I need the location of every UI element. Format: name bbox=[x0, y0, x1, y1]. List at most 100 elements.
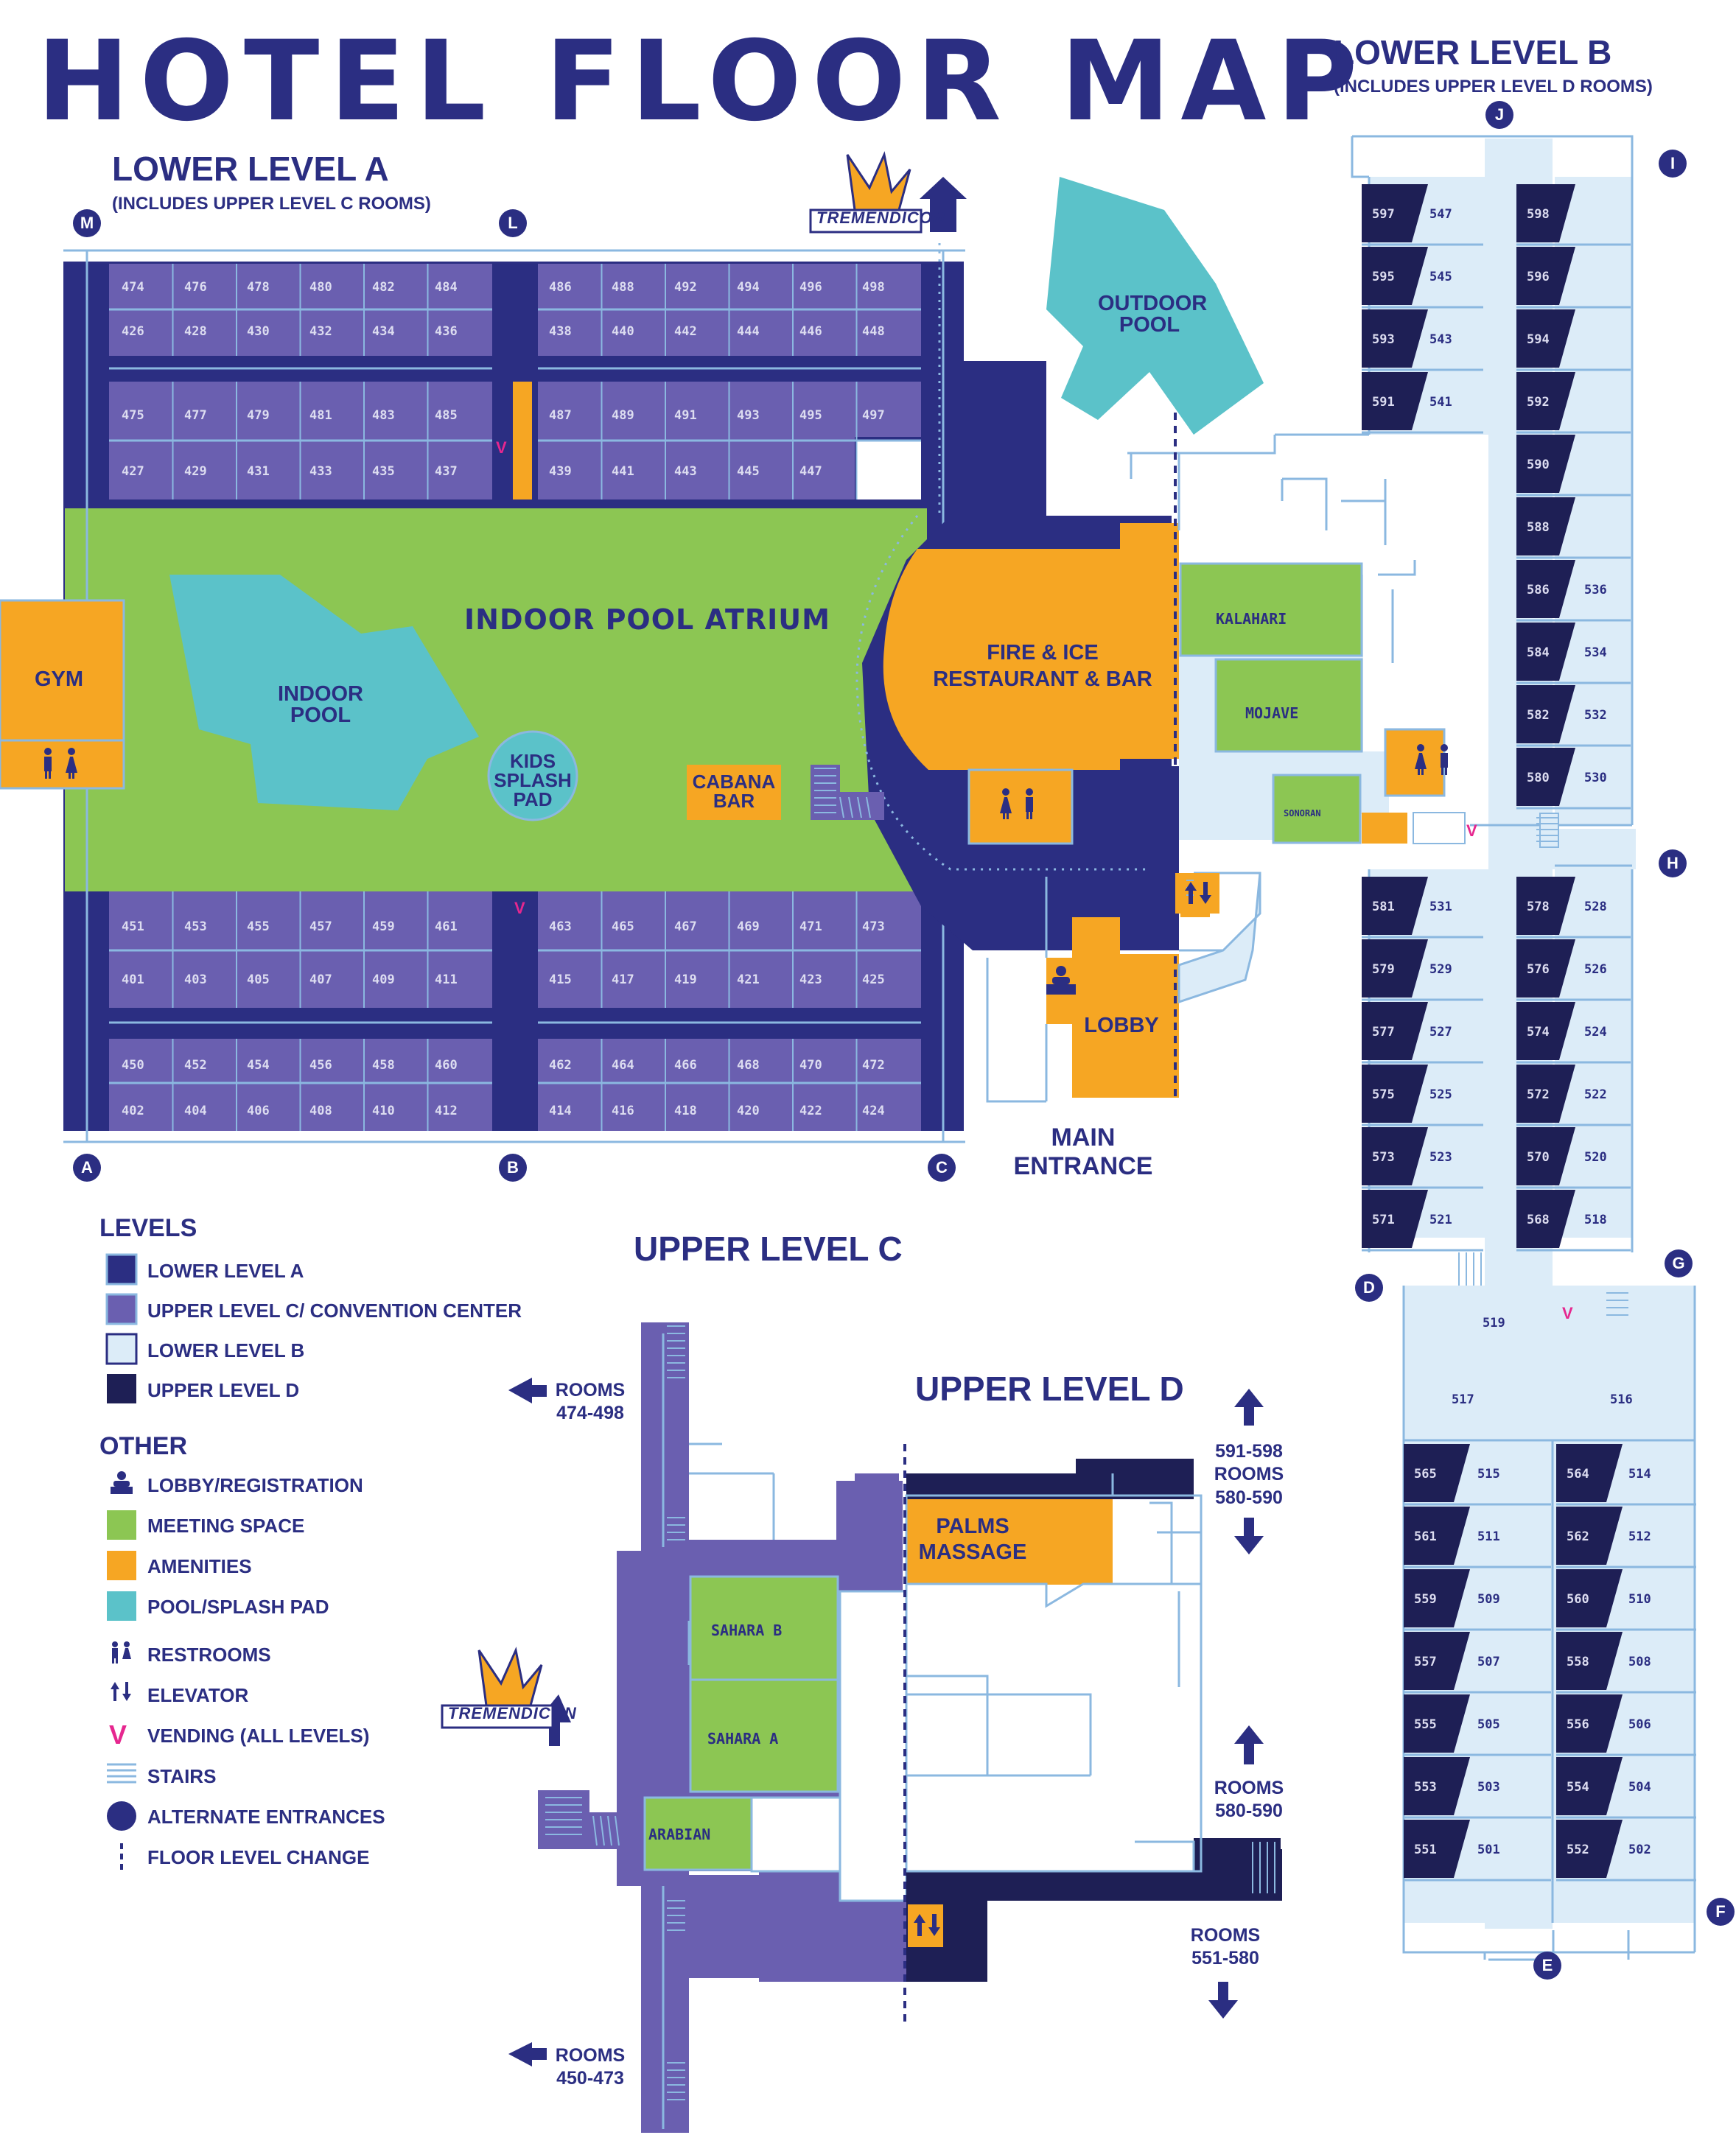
room-number: 577 bbox=[1372, 1024, 1395, 1040]
lobby-area bbox=[1046, 917, 1179, 1098]
gym-label: GYM bbox=[34, 667, 84, 691]
room-number: 510 bbox=[1628, 1591, 1651, 1607]
room-number: 574 bbox=[1527, 1024, 1550, 1040]
room-number: 529 bbox=[1429, 961, 1452, 977]
room-number: 556 bbox=[1567, 1717, 1589, 1732]
entrance-marker-l: L bbox=[499, 209, 527, 237]
room-number: 422 bbox=[799, 1104, 822, 1118]
room-number: 474 bbox=[122, 280, 144, 295]
room-number: 464 bbox=[612, 1058, 634, 1073]
room-number: 554 bbox=[1567, 1779, 1589, 1795]
vending-icon: V bbox=[514, 899, 525, 917]
room-number: 437 bbox=[435, 464, 458, 479]
room-number: 508 bbox=[1628, 1654, 1651, 1669]
room-number: 470 bbox=[799, 1058, 822, 1073]
legend-upper-d: UPPER LEVEL D bbox=[147, 1379, 300, 1401]
lower-level-b-title: LOWER LEVEL B bbox=[1334, 33, 1612, 71]
room-number: 521 bbox=[1429, 1212, 1452, 1227]
room-number: 444 bbox=[737, 324, 760, 339]
room-number: 415 bbox=[549, 972, 572, 987]
lower-level-a-plan bbox=[63, 243, 1179, 1143]
room-number: 419 bbox=[674, 972, 697, 987]
entrance-marker-i: I bbox=[1659, 150, 1687, 178]
room-number: 458 bbox=[372, 1058, 395, 1073]
mojave-area bbox=[1214, 658, 1363, 753]
room-number: 452 bbox=[184, 1058, 207, 1073]
room-number: 438 bbox=[549, 324, 572, 339]
room-number: 432 bbox=[309, 324, 332, 339]
entrance-marker-j: J bbox=[1485, 101, 1513, 129]
room-number: 473 bbox=[862, 919, 885, 934]
room-number: 411 bbox=[435, 972, 458, 987]
room-number: 568 bbox=[1527, 1212, 1550, 1227]
svg-text:V: V bbox=[109, 1719, 127, 1750]
room-number: 460 bbox=[435, 1058, 458, 1073]
gym-area bbox=[0, 599, 125, 790]
room-number: 467 bbox=[674, 919, 697, 934]
kids-splash-pad-label: KIDS SPLASH PAD bbox=[494, 750, 572, 810]
cabana-bar-area bbox=[687, 765, 781, 820]
palms-massage-area bbox=[906, 1498, 1113, 1585]
room-number: 555 bbox=[1414, 1717, 1437, 1732]
restroom-icon bbox=[1000, 788, 1033, 819]
room-number: 442 bbox=[674, 324, 697, 339]
room-number: 516 bbox=[1610, 1392, 1633, 1407]
room-number: 590 bbox=[1527, 457, 1550, 472]
sonoran-area bbox=[1272, 774, 1362, 844]
room-number: 586 bbox=[1527, 582, 1550, 597]
room-number: 509 bbox=[1477, 1591, 1500, 1607]
legend-floor-change: FLOOR LEVEL CHANGE bbox=[147, 1846, 370, 1868]
legend-lobby: LOBBY/REGISTRATION bbox=[147, 1474, 363, 1496]
room-number: 588 bbox=[1527, 519, 1550, 535]
room-number: 489 bbox=[612, 408, 634, 423]
room-number: 408 bbox=[309, 1104, 332, 1118]
room-number: 451 bbox=[122, 919, 144, 934]
sonoran-label: SONORAN bbox=[1284, 808, 1321, 818]
room-number: 405 bbox=[247, 972, 270, 987]
room-number: 487 bbox=[549, 408, 572, 423]
room-number: 598 bbox=[1527, 206, 1550, 222]
room-number: 468 bbox=[737, 1058, 760, 1073]
entrance-marker-d: D bbox=[1355, 1274, 1383, 1302]
restroom-icon bbox=[1415, 744, 1448, 775]
room-number: 506 bbox=[1628, 1717, 1651, 1732]
legend-lower-b: LOWER LEVEL B bbox=[147, 1339, 305, 1361]
room-number: 404 bbox=[184, 1104, 207, 1118]
legend-meeting: MEETING SPACE bbox=[147, 1515, 305, 1537]
room-number: 553 bbox=[1414, 1779, 1437, 1795]
fire-ice-area bbox=[883, 523, 1179, 770]
room-number: 418 bbox=[674, 1104, 697, 1118]
entrance-marker-g: G bbox=[1665, 1249, 1693, 1277]
room-number: 479 bbox=[247, 408, 270, 423]
room-number: 591 bbox=[1372, 394, 1395, 410]
room-number: 515 bbox=[1477, 1466, 1500, 1482]
room-number: 414 bbox=[549, 1104, 572, 1118]
upper-level-d-plan bbox=[903, 1444, 1282, 2026]
restroom-icon bbox=[44, 748, 77, 779]
mojave-label: MOJAVE bbox=[1245, 704, 1299, 722]
room-number: 495 bbox=[799, 408, 822, 423]
lower-level-a-title: LOWER LEVEL A bbox=[112, 150, 389, 188]
room-number: 596 bbox=[1527, 269, 1550, 284]
room-number: 483 bbox=[372, 408, 395, 423]
desk-icon bbox=[1046, 966, 1076, 995]
arabian-label: ARABIAN bbox=[648, 1826, 711, 1843]
upper-level-d-title: UPPER LEVEL D bbox=[915, 1370, 1184, 1408]
room-number: 427 bbox=[122, 464, 144, 479]
room-number: 511 bbox=[1477, 1529, 1500, 1544]
legend-swatches: V bbox=[105, 1253, 138, 1871]
room-number: 523 bbox=[1429, 1149, 1452, 1165]
elevator-icon bbox=[914, 1914, 940, 1936]
room-number: 594 bbox=[1527, 332, 1550, 347]
sahara-a-label: SAHARA A bbox=[707, 1730, 779, 1747]
room-number: 472 bbox=[862, 1058, 885, 1073]
room-number: 582 bbox=[1527, 707, 1550, 723]
room-number: 532 bbox=[1584, 707, 1607, 723]
room-number: 541 bbox=[1429, 394, 1452, 410]
tremendicon-logo bbox=[809, 151, 923, 234]
room-number: 469 bbox=[737, 919, 760, 934]
room-number: 593 bbox=[1372, 332, 1395, 347]
room-number: 462 bbox=[549, 1058, 572, 1073]
room-number: 443 bbox=[674, 464, 697, 479]
